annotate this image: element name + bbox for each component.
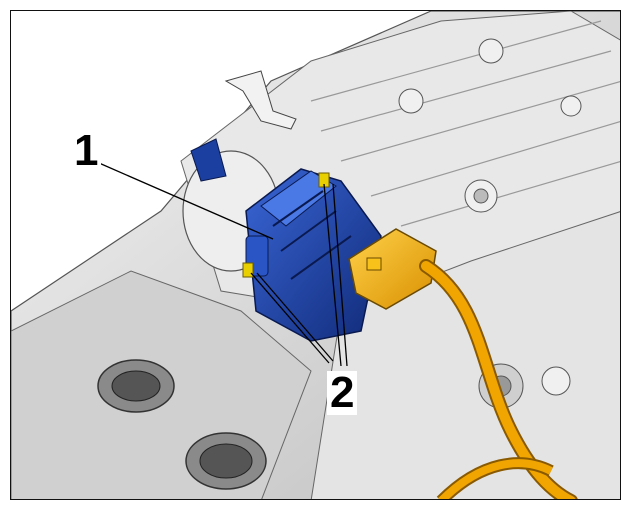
- connector: [348, 228, 437, 310]
- callout-2: 2: [327, 371, 358, 415]
- callout-1: 1: [71, 129, 102, 173]
- leader-lines: [98, 162, 348, 367]
- figure-frame: 1 2: [10, 10, 621, 500]
- engine-block: [11, 11, 620, 499]
- engine-illustration: [11, 11, 620, 499]
- cable: [419, 259, 578, 499]
